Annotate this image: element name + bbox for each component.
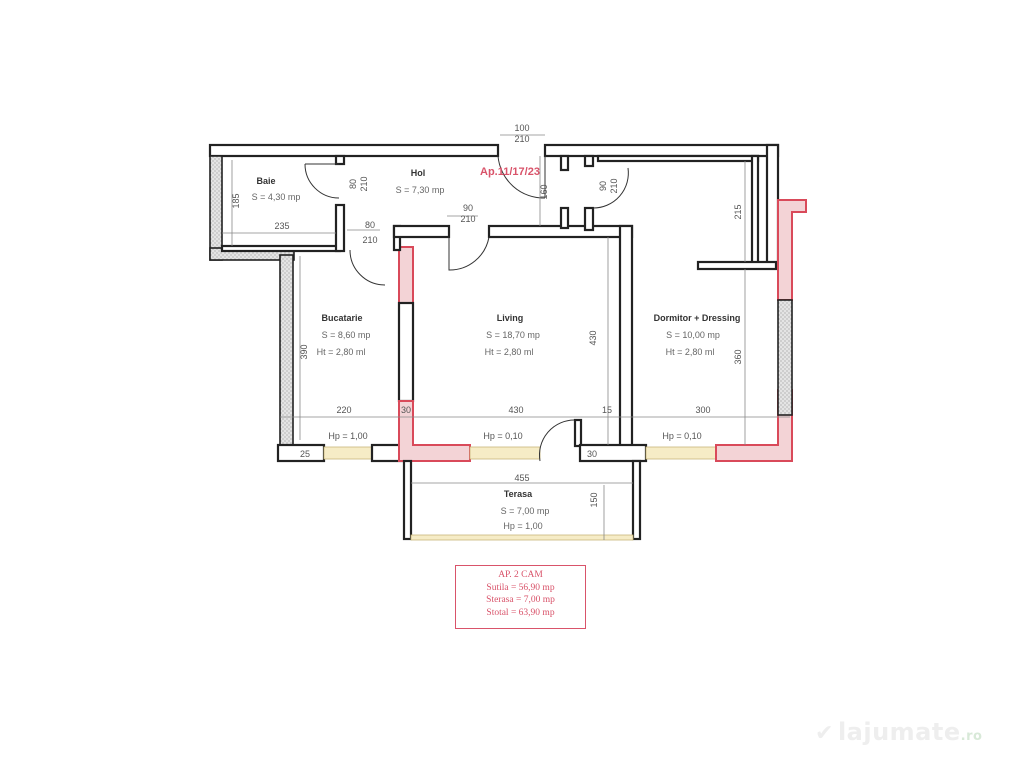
wall-bedroom-door-low xyxy=(583,206,595,232)
wall-baie-bottom xyxy=(220,244,342,253)
window-bedroom xyxy=(645,446,717,460)
summary-title: AP. 2 CAM xyxy=(498,570,543,580)
dim-pillar-mid: 30 xyxy=(587,449,597,459)
summary-usable-area: Sutila = 56,90 mp xyxy=(486,582,555,593)
sill-kitchen: Hp = 1,00 xyxy=(328,431,367,441)
wall-top-right xyxy=(543,143,780,158)
dim-baie-door-w: 80 xyxy=(348,179,358,189)
room-area-bucatarie: S = 8,60 mp xyxy=(322,330,371,340)
dim-kitchen-depth: 390 xyxy=(299,344,309,359)
dim-pillar-1: 30 xyxy=(401,405,411,415)
wall-terrace-right xyxy=(631,459,642,541)
watermark-brand: lajumate xyxy=(837,718,961,746)
dim-living-depth: 430 xyxy=(588,330,598,345)
door-baie-arc xyxy=(304,163,340,199)
door-terrace-arc xyxy=(539,419,576,462)
watermark-tld: .ro xyxy=(960,729,983,744)
window-living xyxy=(469,446,541,460)
room-area-dormitor: S = 10,00 mp xyxy=(666,330,720,340)
watermark-logo: ✔lajumate.ro xyxy=(815,718,982,746)
wall-bedroom-top-inner xyxy=(596,154,760,163)
wall-living-top-left xyxy=(392,224,451,239)
room-name-living: Living xyxy=(497,313,524,323)
wall-left-kitchen xyxy=(279,254,294,446)
wall-top-left xyxy=(208,143,500,158)
terrace-railing xyxy=(410,534,634,541)
wall-baie-right-top xyxy=(334,154,346,166)
dim-kitchen-door-w: 80 xyxy=(365,220,375,230)
wall-terrace-left xyxy=(402,459,413,541)
door-kitchen-arc xyxy=(349,249,386,286)
room-height-dormitor: Ht = 2,80 ml xyxy=(666,347,715,357)
dim-bedroom-depth: 360 xyxy=(733,349,743,364)
room-name-hol: Hol xyxy=(411,168,426,178)
sill-bedroom: Hp = 0,10 xyxy=(662,431,701,441)
dim-terrace-width: 455 xyxy=(514,473,529,483)
room-height-living: Ht = 2,80 ml xyxy=(485,347,534,357)
room-name-dormitor: Dormitor + Dressing xyxy=(654,313,741,323)
summary-terrace-area: Sterasa = 7,00 mp xyxy=(486,595,555,605)
wall-red-upper xyxy=(398,246,414,304)
dim-baie-height: 185 xyxy=(231,193,241,208)
wall-bedroom-door-top xyxy=(583,154,595,168)
area-summary-box: AP. 2 CAM Sutila = 56,90 mp Sterasa = 7,… xyxy=(455,565,586,629)
wall-right-hatched xyxy=(777,299,793,416)
room-area-living: S = 18,70 mp xyxy=(486,330,540,340)
wall-kitchen-bottom-right xyxy=(370,443,404,463)
dim-living-door-h: 210 xyxy=(460,214,475,224)
room-name-baie: Baie xyxy=(256,176,275,186)
window-kitchen xyxy=(323,446,373,460)
wall-left-baie xyxy=(209,155,223,261)
dim-hol-depth: 160 xyxy=(539,184,549,199)
wall-red-right xyxy=(777,199,807,301)
wall-partition-mid xyxy=(397,301,415,403)
dim-living-door-w: 90 xyxy=(463,203,473,213)
room-area-terasa: S = 7,00 mp xyxy=(501,506,550,516)
room-sill-terasa: Hp = 1,00 xyxy=(503,521,542,531)
dim-bedroom-door-h: 210 xyxy=(609,178,619,193)
door-bedroom-arc xyxy=(592,167,629,209)
dim-living-width: 430 xyxy=(508,405,523,415)
dim-kitchen-door-h: 210 xyxy=(362,235,377,245)
wall-living-door-jamb xyxy=(573,418,583,448)
dim-dressing-depth: 215 xyxy=(733,204,743,219)
wall-right-top xyxy=(765,143,780,267)
dim-bedroom-width: 300 xyxy=(695,405,710,415)
room-name-bucatarie: Bucatarie xyxy=(321,313,362,323)
room-height-bucatarie: Ht = 2,80 ml xyxy=(317,347,366,357)
wall-red-living-corner xyxy=(398,400,471,462)
room-name-terasa: Terasa xyxy=(504,489,533,499)
door-living-arc xyxy=(448,236,490,271)
wall-dressing-right xyxy=(750,154,760,268)
dim-bedroom-door-w: 90 xyxy=(598,181,608,191)
wall-baie-right xyxy=(334,203,346,253)
sill-living: Hp = 0,10 xyxy=(483,431,522,441)
dim-terrace-depth: 150 xyxy=(589,492,599,507)
wall-living-right xyxy=(618,224,634,448)
dim-kitchen-width: 220 xyxy=(336,405,351,415)
room-area-baie: S = 4,30 mp xyxy=(252,192,301,202)
dim-entrance-h: 210 xyxy=(514,134,529,144)
summary-total-area: Stotal = 63,90 mp xyxy=(486,607,555,618)
wall-hol-divider-low xyxy=(559,206,570,230)
wall-dressing-partition xyxy=(696,260,778,271)
wall-hol-divider xyxy=(559,154,570,172)
dim-entrance-w: 100 xyxy=(514,123,529,133)
apartment-label: Ap.11/17/23 xyxy=(480,166,540,178)
door-entrance-arc xyxy=(497,155,546,199)
dim-wall-15: 15 xyxy=(602,405,612,415)
room-area-hol: S = 7,30 mp xyxy=(396,185,445,195)
dim-baie-door-h: 210 xyxy=(359,176,369,191)
dim-baie-width: 235 xyxy=(274,221,289,231)
handshake-logo-icon: ✔ xyxy=(815,721,834,746)
dim-pillar-kitchen: 25 xyxy=(300,449,310,459)
